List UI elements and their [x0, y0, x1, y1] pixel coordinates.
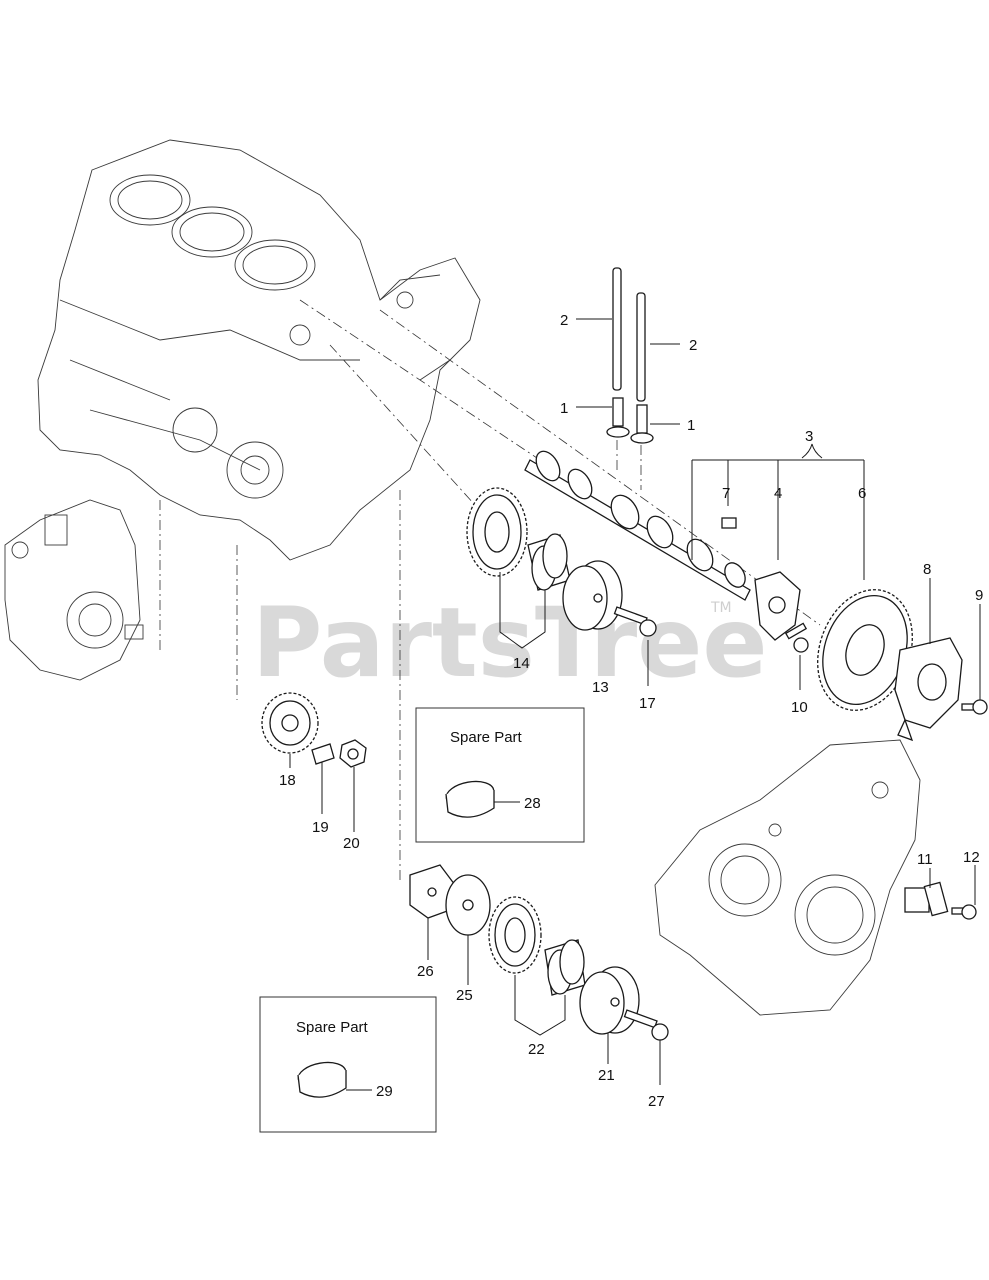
- callout-4: 4: [774, 485, 782, 502]
- nut-20-part: [339, 739, 367, 768]
- callout-13: 13: [592, 679, 609, 696]
- spare-part-title: Spare Part: [296, 1019, 369, 1036]
- callout-numbers: 2 2 1 1 3 7 4 6 8 9 10 14 13 17 18 19 20…: [279, 312, 983, 1110]
- collar-21-part: [579, 966, 640, 1035]
- sensor-11-part: [904, 881, 949, 917]
- callout-2-left: 2: [560, 312, 568, 329]
- spare-part-box-29: Spare Part 29: [259, 996, 437, 1133]
- callout-10: 10: [791, 699, 808, 716]
- plate-25-part: [445, 874, 491, 936]
- callout-1-right: 1: [687, 417, 695, 434]
- idler-gear-upper-part: [466, 487, 528, 577]
- engine-block-illustration: [37, 139, 481, 561]
- callout-9: 9: [975, 587, 983, 604]
- camshaft-part: [524, 450, 751, 601]
- callout-1-left: 1: [560, 400, 568, 417]
- callout-17: 17: [639, 695, 656, 712]
- washer-19-part: [311, 743, 335, 765]
- callout-3: 3: [805, 428, 813, 445]
- assembly-guide-lines: [159, 299, 821, 880]
- callout-8: 8: [923, 561, 931, 578]
- idler-gear-lower-part: [488, 896, 542, 974]
- bushing-lower-part: [544, 939, 586, 996]
- bolt-12-part: [951, 904, 977, 920]
- callout-14: 14: [513, 655, 530, 672]
- watermark-text: PartsTree: [252, 587, 767, 699]
- callout-11: 11: [917, 851, 933, 868]
- cam-gear-part: [817, 589, 913, 711]
- gear-18-part: [261, 692, 319, 754]
- callout-2-right: 2: [689, 337, 697, 354]
- watermark-trademark: TM: [710, 600, 732, 616]
- callout-21: 21: [598, 1067, 615, 1084]
- callout-25: 25: [456, 987, 473, 1004]
- plate-8-part: [894, 637, 963, 742]
- callout-18: 18: [279, 772, 296, 789]
- tappet-parts: [606, 397, 654, 444]
- push-rod-parts: [612, 267, 646, 402]
- bolt-17-part: [613, 606, 657, 637]
- callout-20: 20: [343, 835, 360, 852]
- callout-28: 28: [524, 795, 541, 812]
- bushing-upper-part: [527, 533, 571, 591]
- callout-6: 6: [858, 485, 866, 502]
- key-part: [721, 517, 737, 529]
- callout-27: 27: [648, 1093, 665, 1110]
- callout-26: 26: [417, 963, 434, 980]
- bolt-9-part: [961, 699, 988, 715]
- callout-12: 12: [963, 849, 980, 866]
- collar-13-part: [562, 560, 623, 631]
- gear-case-illustration: [654, 739, 921, 1016]
- callout-19: 19: [312, 819, 329, 836]
- callout-29: 29: [376, 1083, 393, 1100]
- leader-lines: [289, 318, 981, 1085]
- callout-22: 22: [528, 1041, 545, 1058]
- bolt-10-part: [784, 622, 809, 653]
- spare-part-box-28: Spare Part 28: [415, 707, 585, 843]
- spare-part-title: Spare Part: [450, 729, 523, 746]
- fuel-pump-illustration: [4, 499, 144, 681]
- callout-7: 7: [722, 485, 730, 502]
